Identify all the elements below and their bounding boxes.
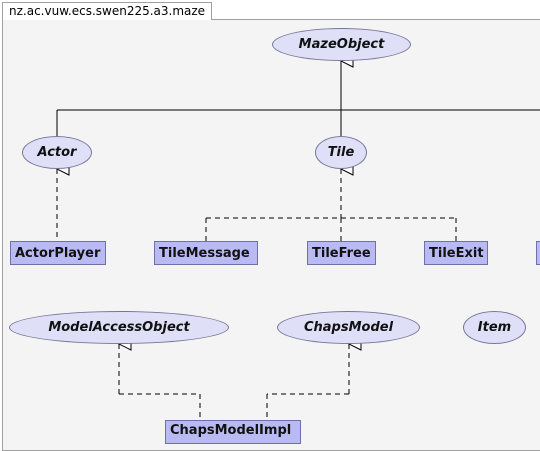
class-tile-exit[interactable]: TileExit bbox=[424, 241, 488, 265]
package-tab[interactable]: nz.ac.vuw.ecs.swen225.a3.maze bbox=[2, 2, 213, 20]
interface-chaps-model[interactable]: ChapsModel bbox=[277, 311, 420, 344]
interface-item[interactable]: Item bbox=[463, 311, 526, 344]
relationship-lines bbox=[0, 0, 540, 420]
diagram-canvas bbox=[2, 19, 540, 451]
class-chaps-model-impl[interactable]: ChapsModelImpl bbox=[165, 420, 301, 444]
implements-tile-lines bbox=[205, 169, 457, 241]
implements-model-access-object-lines bbox=[119, 344, 201, 420]
implements-chaps-model-lines bbox=[266, 344, 349, 420]
class-tile-message[interactable]: TileMessage bbox=[154, 241, 258, 265]
interface-maze-object[interactable]: MazeObject bbox=[272, 28, 411, 61]
class-tile-free[interactable]: TileFree bbox=[307, 241, 376, 265]
interface-actor[interactable]: Actor bbox=[22, 136, 92, 169]
class-actor-player[interactable]: ActorPlayer bbox=[10, 241, 106, 265]
extends-maze-object-lines bbox=[56, 61, 540, 136]
class-partial-offscreen[interactable] bbox=[536, 241, 540, 265]
interface-tile[interactable]: Tile bbox=[315, 136, 367, 169]
interface-model-access-object[interactable]: ModelAccessObject bbox=[9, 311, 229, 344]
